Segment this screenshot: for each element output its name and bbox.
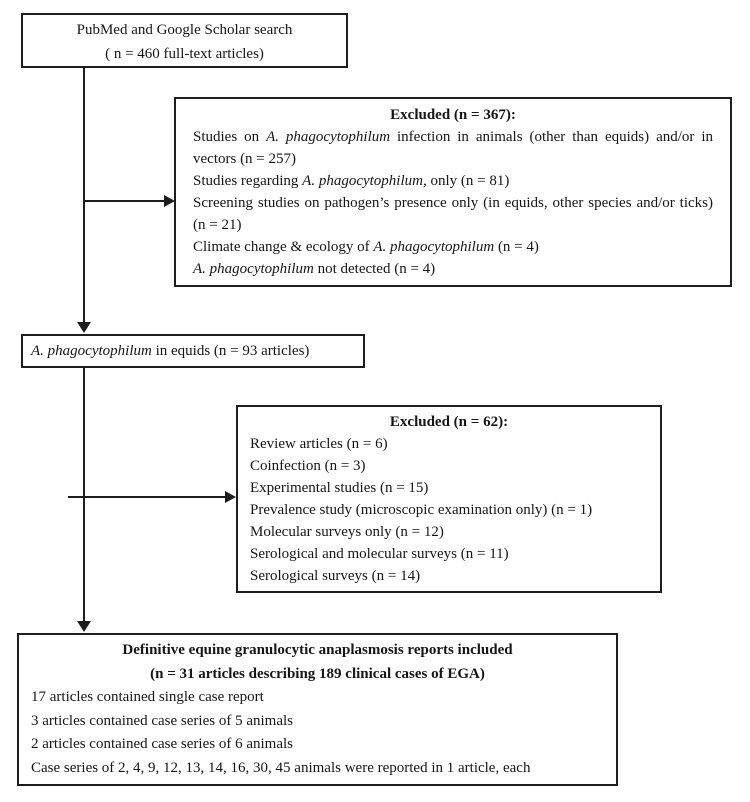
exclusion-reason: Serological surveys (n = 14) xyxy=(250,568,421,584)
included-detail: 17 articles contained single case report xyxy=(31,689,264,705)
arrow-right-icon xyxy=(164,195,175,207)
arrow-down-icon xyxy=(77,322,91,333)
excluded-62-title: Excluded (n = 62): xyxy=(389,414,509,430)
included-title-line-2: (n = 31 articles describing 189 clinical… xyxy=(150,665,485,682)
equids-label: A. phagocytophilum in equids (n = 93 art… xyxy=(31,343,310,359)
exclusion-reason: Climate change & ecology of A. phagocyto… xyxy=(193,239,539,255)
exclusion-reason: Screening studies on pathogen’s presence… xyxy=(193,195,713,233)
exclusion-reason: Coinfection (n = 3) xyxy=(250,458,366,474)
connector-line-horizontal-2 xyxy=(68,496,228,498)
arrow-down-icon xyxy=(77,621,91,632)
included-detail: Case series of 2, 4, 9, 12, 13, 14, 16, … xyxy=(31,759,531,776)
connector-line-vertical-1 xyxy=(83,68,85,323)
search-line-1: PubMed and Google Scholar search xyxy=(76,22,293,38)
equids-box: A. phagocytophilum in equids (n = 93 art… xyxy=(21,334,365,368)
exclusion-reason: Studies on A. phagocytophilum infection … xyxy=(193,129,713,167)
excluded-62-box: Excluded (n = 62): Review articles (n = … xyxy=(236,405,662,593)
included-detail: 2 articles contained case series of 6 an… xyxy=(31,736,293,752)
exclusion-reason: Serological and molecular surveys (n = 1… xyxy=(250,546,509,562)
connector-line-horizontal-1 xyxy=(84,200,168,202)
exclusion-reason: A. phagocytophilum not detected (n = 4) xyxy=(193,261,436,277)
exclusion-reason: Molecular surveys only (n = 12) xyxy=(250,524,444,540)
included-reports-box: Definitive equine granulocytic anaplasmo… xyxy=(17,633,618,786)
included-title-line-1: Definitive equine granulocytic anaplasmo… xyxy=(122,642,513,658)
search-box: PubMed and Google Scholar search ( n = 4… xyxy=(21,13,348,68)
arrow-right-icon xyxy=(225,491,236,503)
excluded-367-box: Excluded (n = 367): Studies on A. phagoc… xyxy=(174,97,732,287)
included-detail: 3 articles contained case series of 5 an… xyxy=(31,712,293,729)
exclusion-reason: Experimental studies (n = 15) xyxy=(250,480,429,496)
connector-line-vertical-2 xyxy=(83,366,85,622)
exclusion-reason: Studies regarding A. phagocytophilum, on… xyxy=(193,173,510,189)
search-line-2: ( n = 460 full-text articles) xyxy=(105,46,264,62)
exclusion-reason: Review articles (n = 6) xyxy=(250,436,388,452)
excluded-367-title: Excluded (n = 367): xyxy=(390,107,516,123)
exclusion-reason: Prevalence study (microscopic examinatio… xyxy=(250,502,593,518)
